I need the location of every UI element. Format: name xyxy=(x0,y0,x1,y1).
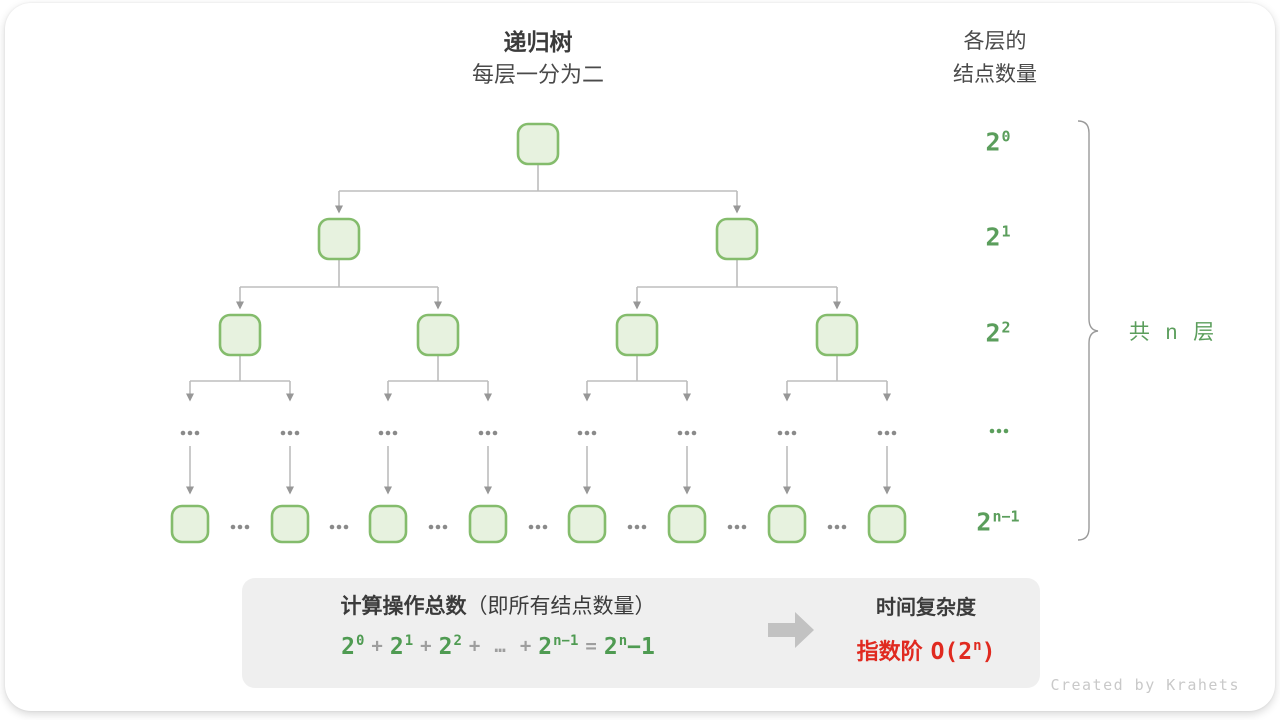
ellipsis-dots xyxy=(428,524,448,530)
tree-node-leaf xyxy=(170,504,210,544)
brace-label: 共 n 层 xyxy=(1128,321,1220,344)
tree-node-root xyxy=(516,122,560,166)
formula-term: 21 xyxy=(389,633,414,660)
level-count-ellipsis-dots xyxy=(989,428,1009,434)
tree-node xyxy=(715,217,759,261)
tree-node-leaf xyxy=(867,504,907,544)
tree-node xyxy=(416,313,460,357)
level-count-last: 2n−1 xyxy=(976,507,1020,537)
counts-heading-line2: 结点数量 xyxy=(953,63,1037,86)
formula-term: 22 xyxy=(438,633,462,660)
ellipsis-dots xyxy=(877,430,897,436)
formula-term: 2n−1 xyxy=(538,633,579,660)
counts-heading-line1: 各层的 xyxy=(963,30,1027,53)
ellipsis-dots xyxy=(677,430,697,436)
ellipsis-dots xyxy=(478,430,498,436)
ellipsis-dots xyxy=(230,524,250,530)
tree-node-leaf xyxy=(270,504,310,544)
ellipsis-dots xyxy=(378,430,398,436)
ellipsis-dots xyxy=(280,430,300,436)
ellipsis-dots xyxy=(329,524,349,530)
summary-box: 计算操作总数（即所有结点数量） 20+21+22+…+2n−1=2n−1 时间复… xyxy=(242,578,1040,688)
operations-heading: 计算操作总数（即所有结点数量） xyxy=(242,590,754,620)
operations-heading-bold: 计算操作总数 xyxy=(340,595,467,618)
time-complexity-title: 时间复杂度 xyxy=(876,597,976,619)
tree-node-leaf xyxy=(368,504,408,544)
total-operations-formula: 20+21+22+…+2n−1=2n−1 xyxy=(341,633,655,660)
ellipsis-dots xyxy=(528,524,548,530)
complexity-order-label: 指数阶 xyxy=(856,639,923,664)
ellipsis-dots xyxy=(180,430,200,436)
formula-term: 20 xyxy=(341,633,365,660)
tree-node xyxy=(615,313,659,357)
level-count-0: 20 xyxy=(985,127,1011,157)
tree-node-leaf xyxy=(767,504,807,544)
level-count-1: 21 xyxy=(985,222,1011,252)
operations-heading-paren: （即所有结点数量） xyxy=(466,595,656,618)
tree-node-leaf xyxy=(468,504,508,544)
ellipsis-dots xyxy=(577,430,597,436)
formula-result-term: 2n−1 xyxy=(603,633,655,660)
tree-node xyxy=(815,313,859,357)
tree-title: 递归树 xyxy=(503,29,573,55)
time-complexity-value: 指数阶 O(2n) xyxy=(806,634,1046,666)
tree-node xyxy=(218,313,262,357)
levels-brace xyxy=(1077,120,1099,541)
ellipsis-dots xyxy=(627,524,647,530)
big-o-notation: O(2n) xyxy=(930,638,996,665)
level-count-2: 22 xyxy=(985,318,1011,348)
tree-connectors xyxy=(190,164,887,382)
tree-subtitle: 每层一分为二 xyxy=(471,62,605,87)
tree-node-leaf xyxy=(667,504,707,544)
ellipsis-dots xyxy=(827,524,847,530)
ellipsis-dots xyxy=(727,524,747,530)
tree-node-leaf xyxy=(567,504,607,544)
tree-node xyxy=(317,217,361,261)
ellipsis-dots xyxy=(777,430,797,436)
credit-text: Created by Krahets xyxy=(1050,676,1240,694)
right-arrow-icon xyxy=(768,612,814,648)
